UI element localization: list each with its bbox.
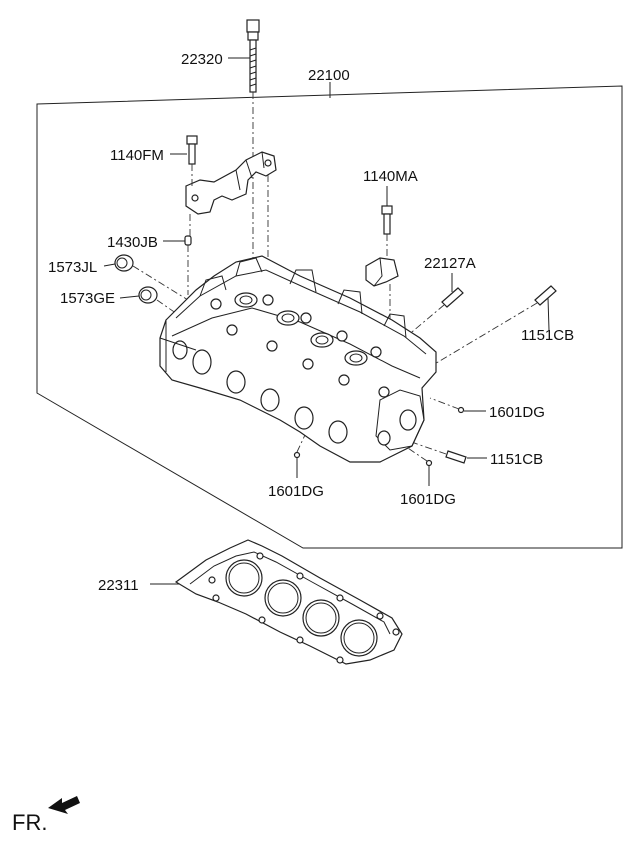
cylinder-head bbox=[159, 255, 437, 463]
callout-1601DG-right: 1601DG bbox=[489, 404, 545, 421]
stud-lower bbox=[445, 450, 467, 464]
front-direction-indicator: FR. bbox=[12, 796, 80, 835]
dowel-pin bbox=[184, 235, 192, 246]
main-bolt bbox=[246, 19, 260, 93]
cam-cap-bolt bbox=[186, 135, 198, 165]
plug-upper bbox=[114, 254, 134, 272]
callout-1573JL: 1573JL bbox=[48, 259, 97, 276]
callout-1430JB: 1430JB bbox=[107, 234, 158, 251]
callout-22311: 22311 bbox=[98, 577, 139, 594]
callout-1140FM: 1140FM bbox=[110, 147, 164, 164]
cam-cap-left bbox=[185, 151, 277, 215]
callout-1151CB-lower: 1151CB bbox=[490, 451, 543, 468]
callout-1140MA: 1140MA bbox=[363, 168, 418, 185]
head-gasket bbox=[174, 539, 403, 665]
front-label: FR. bbox=[12, 810, 47, 835]
pin-right bbox=[457, 406, 465, 414]
stud-right bbox=[534, 285, 557, 306]
callout-22320: 22320 bbox=[181, 51, 223, 68]
callout-22127A: 22127A bbox=[424, 255, 476, 272]
callout-22100: 22100 bbox=[308, 67, 350, 84]
cap-bolt-right bbox=[381, 205, 393, 235]
callout-1601DG-left: 1601DG bbox=[268, 483, 324, 500]
callout-1151CB-upper: 1151CB bbox=[521, 327, 574, 344]
pin-bottom-left bbox=[293, 451, 301, 459]
pin-bottom-right bbox=[425, 459, 433, 467]
callout-1601DG-bottom: 1601DG bbox=[400, 491, 456, 508]
stud-upper bbox=[441, 287, 464, 308]
cam-cap-right bbox=[365, 257, 399, 287]
plug-lower bbox=[138, 286, 158, 304]
assembly-outline bbox=[36, 85, 623, 549]
callout-1573GE: 1573GE bbox=[60, 290, 115, 307]
front-arrow-icon bbox=[48, 796, 80, 814]
